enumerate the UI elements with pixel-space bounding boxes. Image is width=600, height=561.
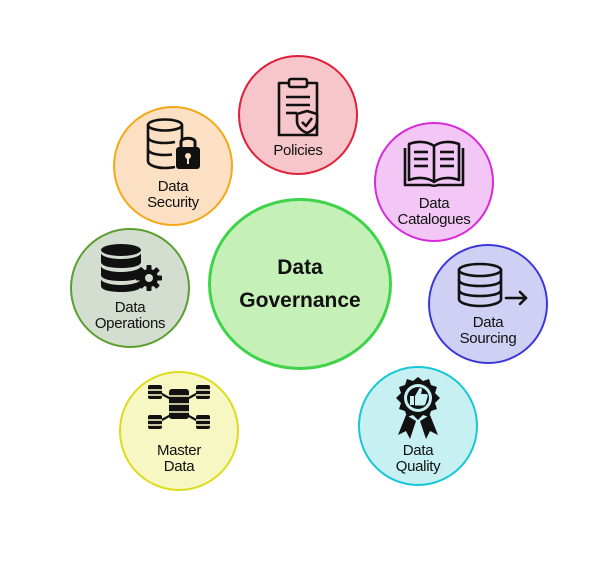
policies-label: Policies <box>273 142 323 159</box>
data-quality-node: Data Quality <box>358 366 478 486</box>
thumbs-up-badge-icon <box>396 377 440 439</box>
database-network-icon <box>148 385 210 429</box>
data-catalogues-label-2: Catalogues <box>397 211 471 228</box>
data-security-node: Data Security <box>113 106 233 226</box>
clipboard-shield-icon <box>277 77 319 137</box>
data-security-label-2: Security <box>147 194 199 211</box>
data-quality-label-2: Quality <box>395 458 441 475</box>
center-title-line2: Governance <box>239 289 361 312</box>
data-security-label-1: Data <box>157 178 189 195</box>
data-catalogues-label-1: Data <box>418 195 450 212</box>
database-gear-icon <box>101 244 162 292</box>
master-data-label-2: Data <box>163 458 195 475</box>
database-arrow-icon <box>457 262 528 308</box>
policies-node: Policies <box>238 55 358 175</box>
data-operations-node: Data Operations <box>70 228 190 348</box>
database-lock-icon <box>146 118 200 170</box>
data-sourcing-label-1: Data <box>472 314 504 331</box>
data-sourcing-label-2: Sourcing <box>459 330 517 347</box>
center-title-line1: Data <box>277 256 323 279</box>
open-book-icon <box>403 140 465 188</box>
data-operations-label-1: Data <box>114 299 146 316</box>
data-catalogues-node: Data Catalogues <box>374 122 494 242</box>
data-sourcing-node: Data Sourcing <box>428 244 548 364</box>
master-data-node: Master Data <box>119 371 239 491</box>
data-governance-circle: Data Governance <box>208 198 392 370</box>
master-data-label-1: Master <box>156 442 202 459</box>
data-operations-label-2: Operations <box>94 315 166 332</box>
data-quality-label-1: Data <box>402 442 434 459</box>
